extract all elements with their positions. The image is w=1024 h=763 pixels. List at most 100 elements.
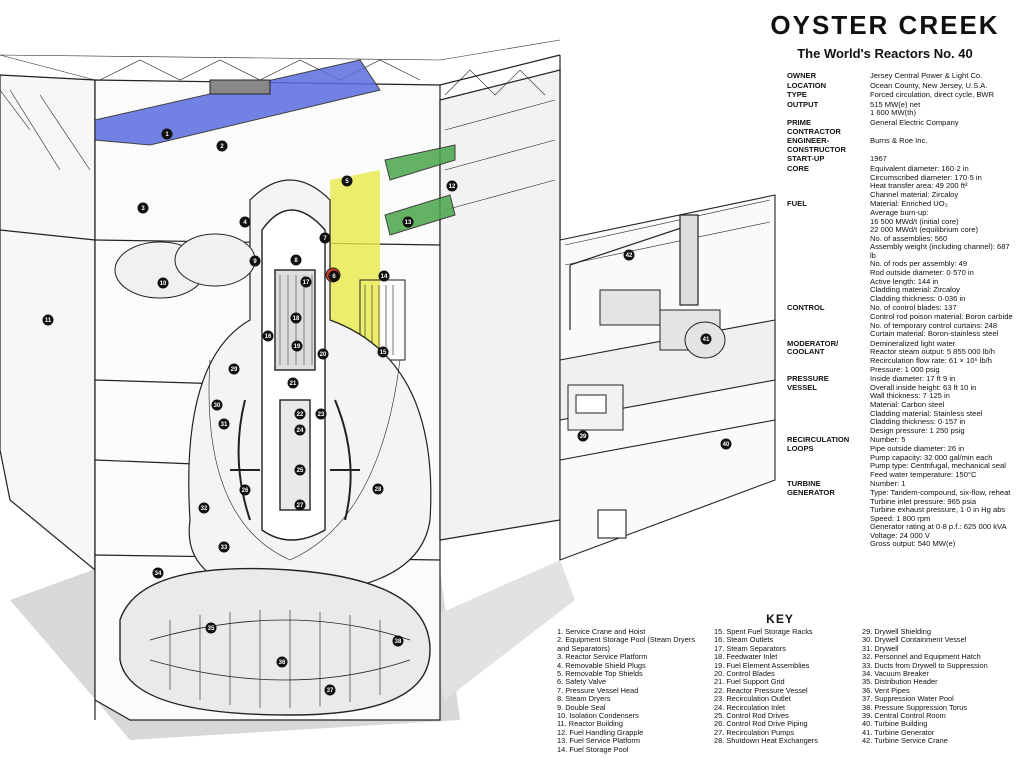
key-item: 16. Steam Outlets <box>714 635 774 645</box>
spec-value-line: Inside diameter: 17 ft 9 in <box>870 374 956 384</box>
callout-marker <box>137 202 149 214</box>
spec-value-line: Heat transfer area: 49 200 ft² <box>870 181 968 191</box>
callout-marker <box>315 408 327 420</box>
spec-label: CONTROL <box>787 303 825 313</box>
callout-number: 1 <box>165 132 169 138</box>
callout-marker <box>392 635 404 647</box>
callout-marker <box>324 684 336 696</box>
callout-marker <box>294 408 306 420</box>
spec-value-line: Control rod poison material: Boron carbi… <box>870 312 1013 322</box>
key-item: 3. Reactor Service Platform <box>557 652 648 662</box>
spec-value: General Electric Company <box>870 118 1017 136</box>
spec-value-line: Cladding thickness: 0·036 in <box>870 293 966 303</box>
callout-number: 6 <box>332 274 336 280</box>
spec-value-line: Generator rating at 0·8 p.f.: 625 000 kV… <box>870 522 1007 532</box>
key-item: 8. Steam Dryers <box>557 694 611 704</box>
key-item: 28. Shutdown Heat Exchangers <box>714 736 818 746</box>
callout-marker <box>228 363 240 375</box>
callout-marker <box>341 175 353 187</box>
key-item: 13. Fuel Service Platform <box>557 736 640 746</box>
callout-marker <box>372 483 384 495</box>
key-item: 22. Reactor Pressure Vessel <box>714 685 808 695</box>
callout-number: 21 <box>290 381 297 387</box>
callout-number: 13 <box>405 220 412 226</box>
callout-marker <box>290 254 302 266</box>
key-item: 37. Suppression Water Pool <box>862 694 954 704</box>
spec-value-line: Voltage: 24 000 V <box>870 530 930 540</box>
key-item: 5. Removable Top Shields <box>557 669 643 679</box>
callout-number: 15 <box>380 350 387 356</box>
key-item: 11. Reactor Building <box>557 719 624 729</box>
spec-value: Ocean County, New Jersey, U.S.A. <box>870 81 1017 91</box>
callout-number: 36 <box>279 660 286 666</box>
spec-value-line: Forced circulation, direct cycle, BWR <box>870 90 995 100</box>
callout-number: 10 <box>160 281 167 287</box>
callout-number: 30 <box>214 403 221 409</box>
spec-value-line: Curtain material: Boron-stainless steel <box>870 329 999 339</box>
spec-value-line: Circumscribed diameter: 170·5 in <box>870 172 982 182</box>
spec-value-line: Pump capacity: 32 000 gal/min each <box>870 452 993 462</box>
callout-marker <box>239 216 251 228</box>
recirculation-loops <box>230 399 360 521</box>
spec-value-line: Equivalent diameter: 160·2 in <box>870 163 969 173</box>
spec-value-line: Turbine exhaust pressure, 1·0 in Hg abs <box>870 505 1006 515</box>
callout-marker <box>249 255 261 267</box>
spec-value-line: Pipe outside diameter: 26 in <box>870 443 965 453</box>
spec-value-line: Design pressure: 1 250 psig <box>870 425 965 435</box>
spec-label: ENGINEER- CONSTRUCTOR <box>787 136 846 154</box>
key-item: 18. Feedwater Inlet <box>714 652 778 662</box>
spec-value-line: Gross output: 540 MW(e) <box>870 539 956 549</box>
callout-marker <box>377 346 389 358</box>
key-item: 40. Turbine Building <box>862 719 928 729</box>
key-item: 38. Pressure Suppression Torus <box>862 702 968 712</box>
key-item: 10. Isolation Condensers <box>557 711 639 721</box>
callout-number: 14 <box>381 274 388 280</box>
callout-marker <box>42 314 54 326</box>
callout-number: 11 <box>45 318 52 324</box>
key-item: 32. Personnel and Equipment Hatch <box>862 652 981 662</box>
turbine-service-crane <box>569 214 699 330</box>
key-item: 42. Turbine Service Crane <box>862 736 948 746</box>
key-item: 17. Steam Separators <box>714 643 786 653</box>
fuel-service-platform <box>384 144 456 236</box>
key-item: 25. Control Rod Drives <box>714 711 789 721</box>
key-item: 15. Spent Fuel Storage Racks <box>714 627 813 636</box>
callout-number: 7 <box>323 236 327 242</box>
spec-label: RECIRCULATION LOOPS <box>787 435 850 453</box>
spec-value-line: Feed water temperature: 150°C <box>870 469 977 479</box>
callout-marker <box>402 216 414 228</box>
key-item: 6. Safety Valve <box>557 677 607 687</box>
key-item: 14. Fuel Storage Pool <box>557 744 629 754</box>
key-item: 27. Recirculation Pumps <box>714 727 795 737</box>
spec-value-line: Cladding material: Stainless steel <box>870 408 983 418</box>
callout-marker <box>218 418 230 430</box>
spec-value-line: 16 500 MWd/t (initial core) <box>870 216 959 226</box>
callout-marker <box>446 180 458 192</box>
callout-number: 28 <box>375 487 382 493</box>
callout-number: 38 <box>395 639 402 645</box>
key-item: 4. Removable Shield Plugs <box>557 660 646 670</box>
spec-value-line: Active length: 144 in <box>870 276 939 286</box>
spec-label: FUEL <box>787 199 807 209</box>
callout-marker <box>157 277 169 289</box>
spec-label: MODERATOR/ COOLANT <box>787 338 839 357</box>
callout-marker <box>239 484 251 496</box>
central-control-room <box>567 384 624 431</box>
spec-value-line: Turbine inlet pressure: 965 psia <box>870 496 977 506</box>
callout-number: 22 <box>297 412 304 418</box>
